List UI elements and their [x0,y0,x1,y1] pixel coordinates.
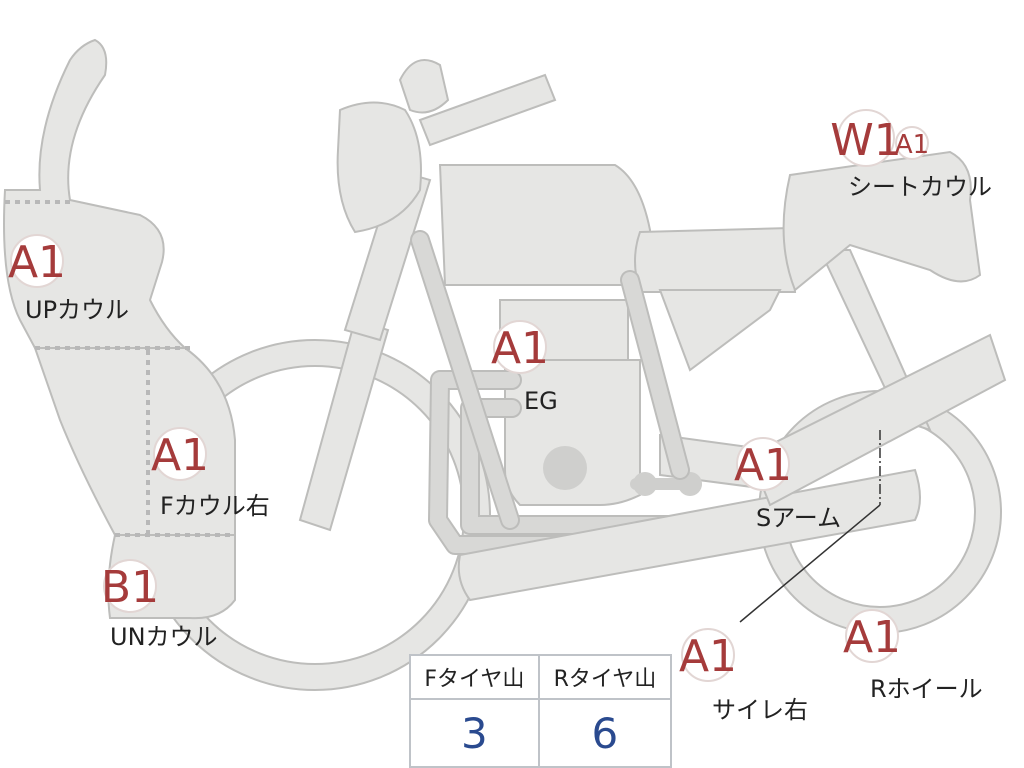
label-seat-cowl: シートカウル [848,173,992,201]
badge-rear-wheel: A1 Rホイール [843,609,983,703]
grade-engine: A1 [491,323,549,374]
grade-rear-wheel: A1 [843,612,901,663]
leader-lines [739,430,881,623]
badge-seat-cowl: W1 A1 シートカウル [830,109,992,201]
label-un-cowl: UNカウル [110,623,218,651]
main-frame [410,230,690,530]
cowl-dividers [5,200,235,537]
badge-engine: A1 EG [491,320,558,415]
label-f-cowl-right: Fカウル右 [160,492,270,520]
grade-un-cowl: B1 [101,562,159,613]
muffler [457,468,921,602]
rear-tire-header: Rタイヤ山 [537,654,673,700]
grade-f-cowl-right: A1 [151,430,209,481]
label-rear-wheel: Rホイール [870,675,983,703]
badge-up-cowl: A1 UPカウル [8,234,129,324]
label-engine: EG [524,387,558,415]
grade-up-cowl: A1 [8,237,66,288]
side-cover [658,289,782,372]
handlebar [398,59,557,147]
badge-muffler-right: A1 サイレ右 [679,628,808,724]
badge-swing-arm: A1 Sアーム [734,437,841,532]
grade-muffler-right: A1 [679,631,737,682]
label-swing-arm: Sアーム [756,504,841,532]
fuel-tank [438,164,651,286]
seat-cowl-shape [782,150,982,292]
grade-seat-cowl: W1 [830,115,902,166]
grade-swing-arm: A1 [734,440,792,491]
seat [634,226,797,293]
label-up-cowl: UPカウル [25,296,129,324]
badge-un-cowl: B1 UNカウル [101,559,218,651]
grade2-seat-cowl: A1 [895,130,929,160]
front-tire-value: 3 [409,698,540,768]
badge-f-cowl-right: A1 Fカウル右 [151,427,270,520]
label-muffler-right: サイレ右 [712,696,808,724]
tire-tread-table: Fタイヤ山 Rタイヤ山 3 6 [409,654,673,768]
front-tire-header: Fタイヤ山 [409,654,540,700]
headlight [336,101,422,234]
rear-tire-value: 6 [537,698,673,768]
footpeg [630,472,702,496]
